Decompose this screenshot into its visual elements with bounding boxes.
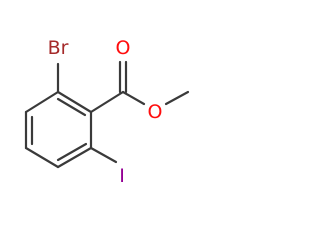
bond-c4-c5 xyxy=(56,146,93,169)
structure-canvas: Br I O O xyxy=(24,37,190,187)
bond-c6-c1-inner xyxy=(56,97,87,117)
ester-oxygen-label: O xyxy=(148,101,163,123)
bond-c4-c5-inner xyxy=(56,142,88,162)
bond-c-oester xyxy=(121,90,146,106)
bond-c6-ccarbonyl xyxy=(89,90,125,114)
bond-oester-ch3 xyxy=(164,90,190,106)
bromine-label: Br xyxy=(48,37,69,59)
bond-c6-c1 xyxy=(56,90,93,114)
carbonyl-oxygen-label: O xyxy=(116,37,131,59)
molecule-diagram: Br I O O xyxy=(24,37,190,187)
bond-c1-c2 xyxy=(24,90,60,114)
bond-c3-c4 xyxy=(24,146,60,169)
iodine-label: I xyxy=(119,165,125,187)
bond-c5-i xyxy=(89,146,118,164)
